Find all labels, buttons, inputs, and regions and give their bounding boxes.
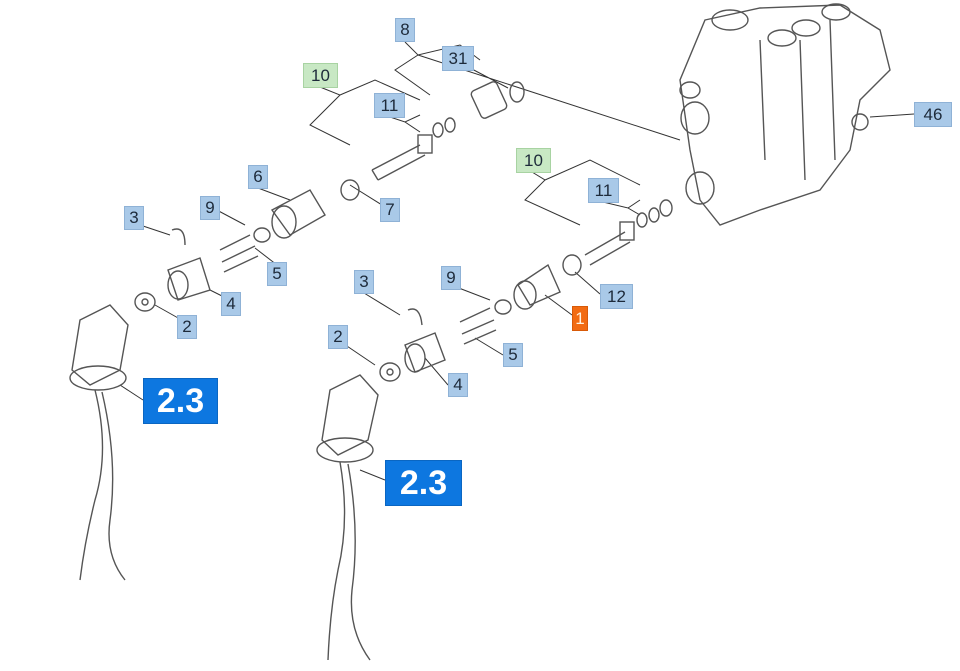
assembly-label-10[interactable]: 10	[303, 63, 338, 88]
part-label-9[interactable]: 9	[441, 266, 461, 290]
part-label-3[interactable]: 3	[354, 270, 374, 294]
part-label-11[interactable]: 11	[588, 178, 619, 203]
part-label-6[interactable]: 6	[248, 165, 268, 189]
part-label-46[interactable]: 46	[914, 102, 952, 127]
part-label-5[interactable]: 5	[267, 262, 287, 286]
part-label-9[interactable]: 9	[200, 196, 220, 220]
part-label-7[interactable]: 7	[380, 198, 400, 222]
pump-manifold	[679, 3, 891, 226]
pressure-switch-right	[316, 374, 379, 661]
callout-label-2-3[interactable]: 2.3	[385, 460, 462, 506]
lower-valve-parts	[379, 199, 673, 382]
part-label-4[interactable]: 4	[448, 373, 468, 397]
part-label-4[interactable]: 4	[221, 292, 241, 316]
leader-lines	[119, 41, 915, 481]
part-label-1-highlighted[interactable]: 1	[572, 306, 588, 331]
part-label-3[interactable]: 3	[124, 206, 144, 230]
assembly-label-10[interactable]: 10	[516, 148, 551, 173]
callout-label-2-3[interactable]: 2.3	[143, 378, 218, 424]
part-label-8[interactable]: 8	[395, 18, 415, 42]
part-label-2[interactable]: 2	[328, 325, 348, 349]
part-label-12[interactable]: 12	[600, 284, 633, 309]
part-label-2[interactable]: 2	[177, 315, 197, 339]
upper-valve-parts	[134, 81, 525, 312]
part-label-31[interactable]: 31	[442, 46, 474, 71]
part-label-5[interactable]: 5	[503, 343, 523, 367]
part-label-11[interactable]: 11	[374, 93, 405, 118]
pressure-switch-left	[69, 304, 129, 581]
